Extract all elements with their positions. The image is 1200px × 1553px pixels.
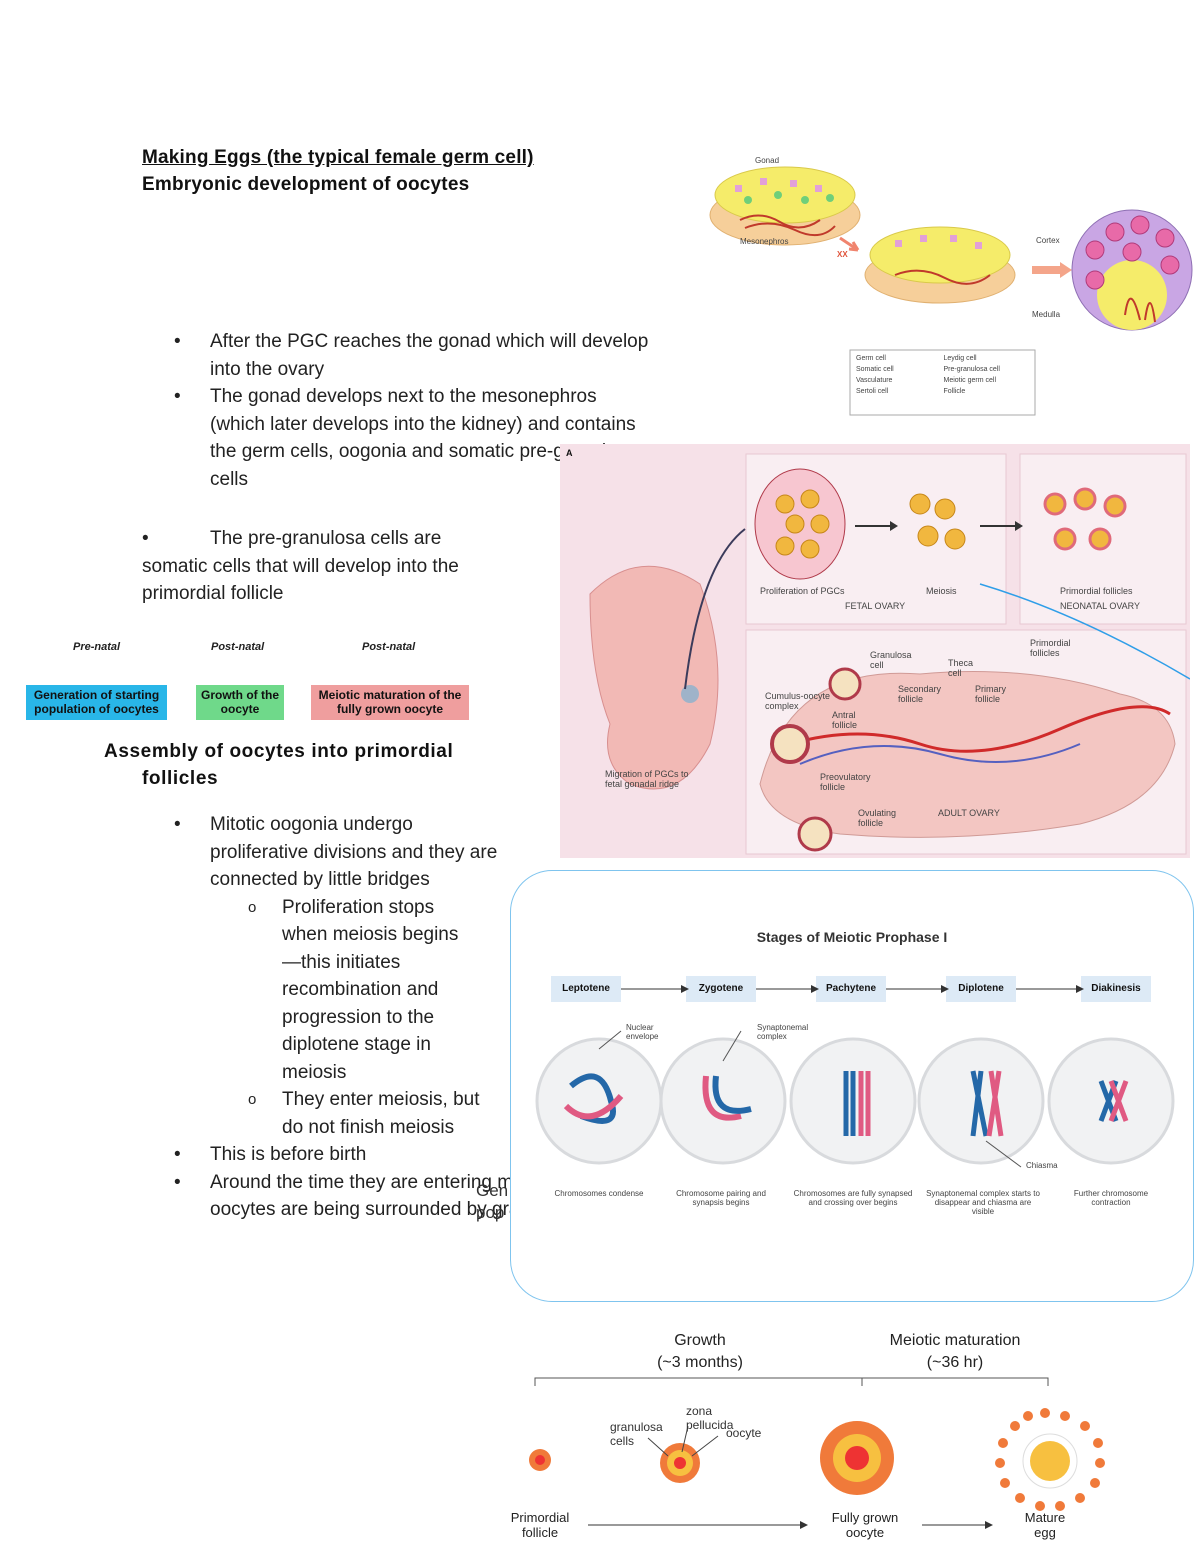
bullet-item: Mitotic oogonia undergo proliferative di…	[142, 811, 500, 894]
label-migration: Migration of PGCs to fetal gonadal ridge	[605, 769, 689, 789]
panel-label: A	[566, 448, 573, 458]
prophase-title: Stages of Meiotic Prophase I	[756, 929, 948, 945]
label-preovulatory: Preovulatory follicle	[820, 772, 871, 792]
label-antral: Antral follicle	[832, 710, 858, 730]
timeline-label-postnatal-2: Post-natal	[362, 641, 416, 653]
label-cumulus: Cumulus-oocyte complex	[765, 691, 831, 711]
timeline-box-generation: Generation of starting population of ooc…	[26, 685, 167, 720]
figure-growth: Growth (~3 months) Meiotic maturation (~…	[500, 1328, 1160, 1548]
sub-bullet-item: Proliferation stops when meiosis begins …	[142, 894, 482, 1087]
label-adult: ADULT OVARY	[938, 808, 1000, 818]
label-meiosis: Meiosis	[926, 586, 957, 596]
label-oocyte: oocyte	[726, 1426, 762, 1440]
bullet-item: This is before birth	[142, 1141, 500, 1169]
legend-item: Follicle	[943, 388, 966, 395]
caption-diakinesis: Further chromosome contraction	[1073, 1189, 1149, 1207]
stage-zygotene: Zygotene	[686, 976, 756, 1002]
label-primary: Primary follicle	[975, 684, 1006, 704]
label-medulla: Medulla	[1032, 310, 1061, 319]
bullet-item: The gonad develops next to the mesonephr…	[142, 383, 650, 493]
page-title-block: Making Eggs (the typical female germ cel…	[142, 144, 534, 198]
legend-item: Vasculature	[856, 377, 893, 384]
cutoff-line: Gen	[476, 1181, 509, 1200]
label-primordial2: Primordial follicles	[1030, 638, 1071, 658]
page-subtitle: Embryonic development of oocytes	[142, 174, 470, 195]
label-synaptonemal: Synaptonemal complex	[757, 1023, 809, 1041]
label-theca: Theca cell	[948, 658, 974, 678]
growth-time: (~3 months)	[657, 1354, 743, 1371]
label-granulosa-cells: granulosa cells	[610, 1420, 663, 1448]
timeline-box-growth: Growth of the oocyte	[196, 685, 284, 720]
sub-bullet-item: They enter meiosis, but do not finish me…	[142, 1086, 482, 1141]
bullet-dot: •	[142, 528, 149, 549]
bullet-item: After the PGC reaches the gonad which wi…	[142, 328, 660, 383]
gonad-legend: Germ cell Leydig cell Somatic cell Pre-g…	[856, 355, 1031, 395]
label-prolif: Proliferation of PGCs	[760, 586, 845, 596]
prophase-diagram	[535, 985, 1175, 1168]
figure-gonad: Gonad Mesonephros XX Cortex Medulla Germ…	[700, 150, 1195, 420]
label-nuclear-envelope: Nuclear envelope	[626, 1023, 659, 1041]
caption-zygotene: Chromosome pairing and synapsis begins	[676, 1189, 766, 1207]
label-zona: zona pellucida	[686, 1404, 734, 1432]
legend-item: Germ cell	[856, 355, 886, 362]
label-mature-egg: Mature egg	[1024, 1510, 1066, 1540]
label-xx: XX	[837, 250, 848, 259]
caption-pachytene: Chromosomes are fully synapsed and cross…	[793, 1189, 913, 1207]
legend-item: Pre-granulosa cell	[943, 366, 1000, 373]
caption-diplotene: Synaptonemal complex starts to disappear…	[926, 1189, 1040, 1216]
bullet-list-2: Mitotic oogonia undergo proliferative di…	[142, 811, 593, 1224]
label-secondary: Secondary follicle	[898, 684, 942, 704]
figure-prophase: Stages of Meiotic Prophase I Leptotene Z…	[510, 870, 1194, 1302]
maturation-time: (~36 hr)	[926, 1354, 984, 1371]
stage-pachytene: Pachytene	[816, 976, 886, 1002]
legend-item: Meiotic germ cell	[943, 377, 997, 384]
timeline-label-prenatal: Pre-natal	[73, 641, 121, 653]
label-primordial-follicle: Primordial follicle	[510, 1510, 570, 1540]
growth-label: Growth	[674, 1332, 726, 1349]
label-primordial: Primordial follicles	[1060, 586, 1133, 596]
bullet-list-1: After the PGC reaches the gonad which wi…	[142, 328, 654, 493]
label-mesonephros: Mesonephros	[740, 237, 789, 246]
timeline-label-postnatal-1: Post-natal	[211, 641, 265, 653]
gonad-diagram	[709, 166, 1193, 416]
figure-ovary: A Proliferation of PGCs Meiosis Primordi…	[560, 444, 1191, 858]
label-ovulating: Ovulating follicle	[858, 808, 897, 828]
label-neonatal: NEONATAL OVARY	[1060, 601, 1141, 611]
label-granulosa: Granulosa cell	[870, 650, 912, 670]
stage-diplotene: Diplotene	[946, 976, 1016, 1002]
stage-leptotene: Leptotene	[551, 976, 621, 1002]
legend-item: Somatic cell	[856, 366, 894, 373]
label-chiasma: Chiasma	[1026, 1161, 1058, 1170]
stage-row: Leptotene Zygotene Pachytene Diplotene D…	[541, 976, 1161, 1002]
legend-item: Leydig cell	[943, 355, 977, 362]
cutoff-line: pop	[476, 1203, 505, 1222]
bullet-pre-granulosa: • The pre-granulosa cells are somatic ce…	[142, 525, 512, 608]
label-fetal: FETAL OVARY	[845, 601, 906, 611]
timeline-box-maturation: Meiotic maturation of the fully grown oo…	[311, 685, 469, 720]
cutoff-text: Gen pop	[476, 1180, 508, 1224]
section-heading: Assembly of oocytes into primordial foll…	[104, 738, 504, 792]
legend-item: Sertoli cell	[856, 388, 889, 395]
growth-diagram	[529, 1377, 1105, 1529]
bullet-item: Around the time they are entering meiosi…	[142, 1169, 650, 1224]
label-gonad: Gonad	[755, 156, 780, 165]
section-heading-text: Assembly of oocytes into primordial foll…	[104, 741, 454, 789]
maturation-label: Meiotic maturation	[889, 1332, 1021, 1349]
page-title: Making Eggs (the typical female germ cel…	[142, 147, 534, 168]
caption-leptotene: Chromosomes condense	[554, 1189, 644, 1198]
stage-diakinesis: Diakinesis	[1081, 976, 1151, 1002]
label-fully-grown: Fully grown oocyte	[831, 1510, 899, 1540]
label-cortex: Cortex	[1036, 236, 1060, 245]
growth-header: Growth (~3 months)	[650, 1330, 750, 1374]
ovary-diagram	[589, 453, 1191, 855]
bullet-text: The pre-granulosa cells are somatic cell…	[142, 528, 459, 604]
maturation-header: Meiotic maturation (~36 hr)	[870, 1330, 1040, 1374]
